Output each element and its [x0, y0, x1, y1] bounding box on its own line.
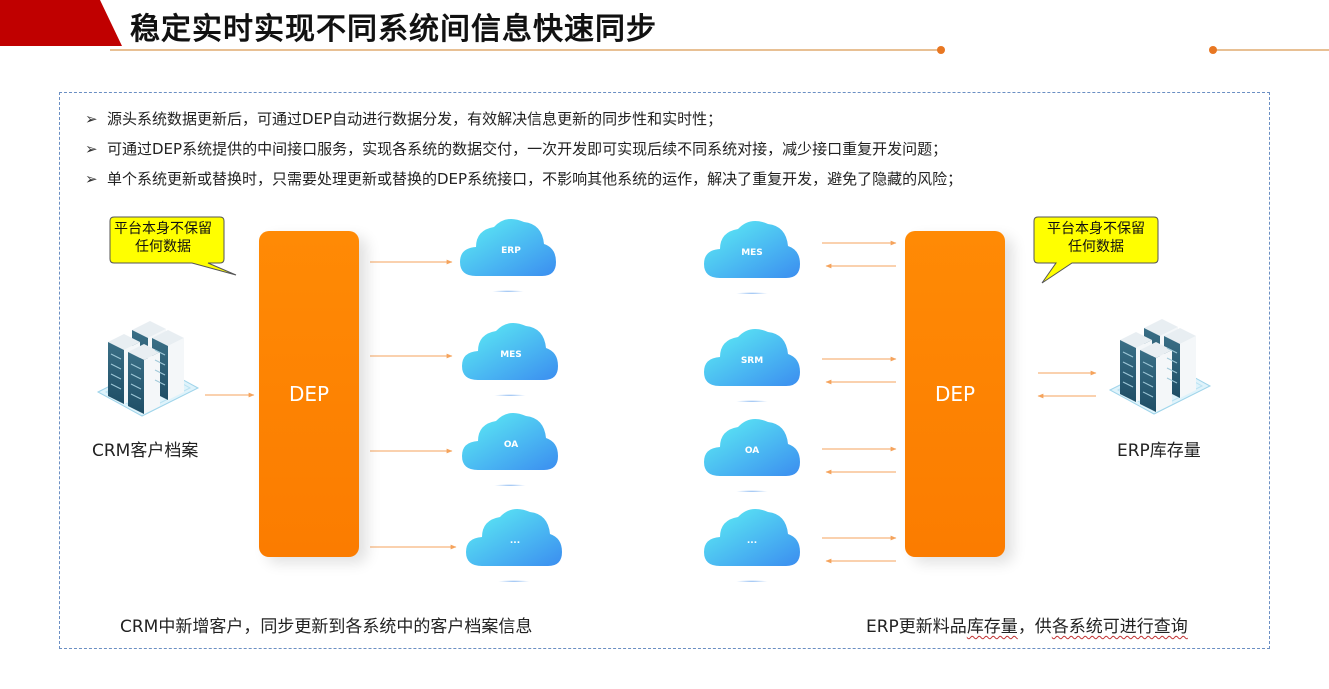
- cloud-icon: [462, 412, 558, 486]
- page-title: 稳定实时实现不同系统间信息快速同步: [130, 12, 657, 47]
- source-label-crm: CRM客户档案: [92, 441, 199, 461]
- cloud-icon: [704, 328, 800, 402]
- caption-right-part: 库存量: [966, 617, 1018, 637]
- caption-right-part: 各系统可进行查询: [1051, 617, 1188, 637]
- bullet-text: 单个系统更新或替换时，只需要处理更新或替换的DEP系统接口，不影响其他系统的运作…: [107, 170, 963, 188]
- cloud-label: OA: [503, 440, 519, 450]
- cloud-label: OA: [744, 446, 760, 456]
- cloud-icon: [460, 218, 556, 292]
- cloud-label: ERP: [501, 246, 521, 256]
- dep-hub-right: DEP: [905, 231, 1005, 557]
- content-frame: [59, 92, 1270, 649]
- server-icon: [96, 321, 200, 417]
- bullet-marker: ➢: [85, 140, 98, 158]
- cloud-icon: [466, 508, 562, 582]
- bullet-item: ➢ 源头系统数据更新后，可通过DEP自动进行数据分发，有效解决信息更新的同步性和实…: [85, 108, 722, 129]
- cloud-label: MES: [741, 248, 763, 258]
- cloud-icon: [704, 508, 800, 582]
- caption-right-part: ，供: [1017, 617, 1052, 637]
- cloud-label: MES: [500, 350, 522, 360]
- source-label-erp: ERP库存量: [1117, 441, 1201, 461]
- cloud-label: ...: [509, 536, 521, 546]
- caption-right-part: ERP更新料品: [866, 617, 967, 637]
- cloud-label: SRM: [740, 356, 764, 366]
- caption-right: ERP更新料品库存量，供各系统可进行查询: [866, 612, 1188, 637]
- bullet-item: ➢ 单个系统更新或替换时，只需要处理更新或替换的DEP系统接口，不影响其他系统的运…: [85, 168, 962, 189]
- callout-bubble-right: [1033, 216, 1159, 284]
- dep-hub-left: DEP: [259, 231, 359, 557]
- header-decoration: [110, 46, 1329, 54]
- bullet-marker: ➢: [85, 170, 98, 188]
- bullet-text: 源头系统数据更新后，可通过DEP自动进行数据分发，有效解决信息更新的同步性和实时…: [107, 110, 723, 128]
- caption-left: CRM中新增客户，同步更新到各系统中的客户档案信息: [120, 617, 533, 637]
- callout-text-right: 平台本身不保留任何数据: [1047, 221, 1145, 255]
- cloud-icon: [462, 322, 558, 396]
- header-red-tab: [0, 0, 122, 46]
- server-icon: [1108, 319, 1212, 415]
- cloud-icon: [704, 418, 800, 492]
- cloud-icon: [704, 220, 800, 294]
- cloud-label: ...: [746, 536, 758, 546]
- bullet-text: 可通过DEP系统提供的中间接口服务，实现各系统的数据交付，一次开发即可实现后续不…: [107, 140, 948, 158]
- callout-bubble-left: [109, 216, 237, 276]
- callout-text-left: 平台本身不保留任何数据: [114, 221, 212, 255]
- bullet-item: ➢ 可通过DEP系统提供的中间接口服务，实现各系统的数据交付，一次开发即可实现后续…: [85, 138, 947, 159]
- bullet-marker: ➢: [85, 110, 98, 128]
